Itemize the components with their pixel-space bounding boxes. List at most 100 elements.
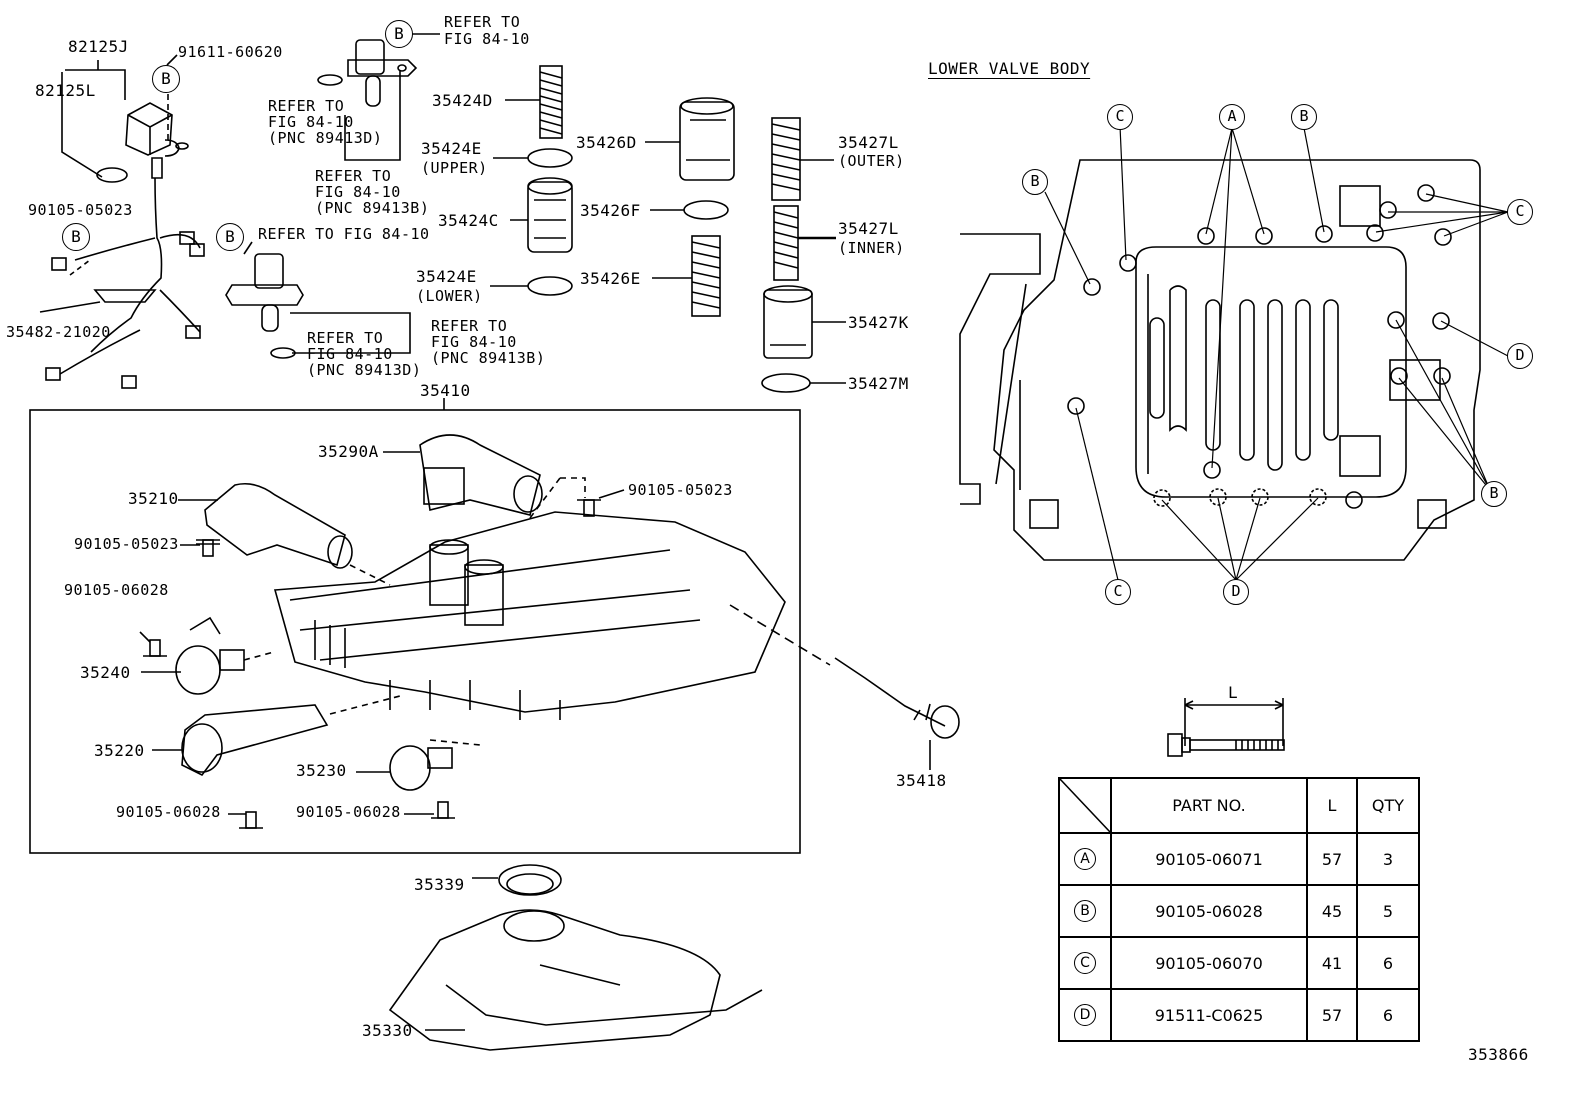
callout-leaders <box>1044 125 1509 581</box>
table-row: C 90105-06070 41 6 <box>1058 936 1420 990</box>
bolt-length-drawing <box>1167 698 1285 757</box>
label-91611-60620: 91611-60620 <box>178 43 283 61</box>
label-35240: 35240 <box>80 663 131 682</box>
label-35482-21020: 35482-21020 <box>6 323 111 341</box>
row-part-no: 90105-06070 <box>1110 936 1308 990</box>
valve-body-assembly-box <box>29 409 801 854</box>
row-mark: A <box>1058 832 1112 886</box>
header-diagonal <box>1060 779 1110 832</box>
callout-b-speed-sensor-upper: B <box>385 20 413 48</box>
row-qty: 6 <box>1356 936 1420 990</box>
header-l: L <box>1306 777 1358 834</box>
callout-b-left: B <box>1022 169 1048 195</box>
label-35424D: 35424D <box>432 91 493 110</box>
label-90105-05023-a: 90105-05023 <box>28 201 133 219</box>
label-35424E-upper: 35424E <box>421 139 482 158</box>
row-l: 57 <box>1306 988 1358 1042</box>
callout-d-bottom: D <box>1223 579 1249 605</box>
callout-c-bottom: C <box>1105 579 1131 605</box>
refer-note-2: REFER TO FIG 84-10 (PNC 89413D) <box>268 97 383 147</box>
row-l: 57 <box>1306 832 1358 886</box>
header-qty: QTY <box>1356 777 1420 834</box>
label-90105-06028-a: 90105-06028 <box>64 581 169 599</box>
solenoid-35290A <box>383 434 586 519</box>
refer-note-5: REFER TO FIG 84-10 (PNC 89413D) <box>307 329 422 379</box>
speed-sensor-lower-drawing <box>225 241 411 359</box>
callout-b-top: B <box>1291 104 1317 130</box>
label-35220: 35220 <box>94 741 145 760</box>
row-mark: D <box>1058 988 1112 1042</box>
bolts-90105 <box>139 489 625 829</box>
solenoid-35220 <box>152 695 401 777</box>
label-90105-06028-b: 90105-06028 <box>116 803 221 821</box>
sensor-82125-drawing <box>39 54 205 389</box>
table-row: D 91511-C0625 57 6 <box>1058 988 1420 1042</box>
label-35427M: 35427M <box>848 374 909 393</box>
table-header-row: PART NO. L QTY <box>1058 777 1420 834</box>
label-90105-05023-c: 90105-05023 <box>74 535 179 553</box>
label-90105-05023-b: 90105-05023 <box>628 481 733 499</box>
row-part-no: 90105-06028 <box>1110 884 1308 938</box>
valve-stack-35424 <box>490 65 573 296</box>
solenoid-35240 <box>141 616 275 695</box>
row-qty: 3 <box>1356 832 1420 886</box>
solenoid-35230 <box>356 739 481 791</box>
label-35418: 35418 <box>896 771 947 790</box>
label-outer: (OUTER) <box>838 152 905 170</box>
label-35426D: 35426D <box>576 133 637 152</box>
solenoid-35210 <box>178 482 391 586</box>
valve-body-drawing <box>273 511 786 720</box>
label-35427K: 35427K <box>848 313 909 332</box>
lower-valve-body-bolt-holes <box>1067 184 1452 509</box>
refer-note-1: REFER TO FIG 84-10 <box>444 13 530 48</box>
label-35426F: 35426F <box>580 201 641 220</box>
valve-stack-35427 <box>761 117 846 393</box>
refer-note-4: REFER TO FIG 84-10 <box>258 225 430 243</box>
label-35230: 35230 <box>296 761 347 780</box>
callout-d-right: D <box>1507 343 1533 369</box>
valve-stack-35426 <box>645 97 735 317</box>
table-row: A 90105-06071 57 3 <box>1058 832 1420 886</box>
label-35339: 35339 <box>414 875 465 894</box>
row-part-no: 91511-C0625 <box>1110 988 1308 1042</box>
callout-a-top: A <box>1219 104 1245 130</box>
callout-b-speed-sensor-lower: B <box>216 223 244 251</box>
length-label: L <box>1228 683 1239 702</box>
label-35427L-outer: 35427L <box>838 133 899 152</box>
row-qty: 5 <box>1356 884 1420 938</box>
callout-b-right: B <box>1481 481 1507 507</box>
label-lower: (LOWER) <box>416 287 483 305</box>
callout-b-sensor: B <box>152 65 180 93</box>
speed-sensor-upper-drawing <box>317 33 440 161</box>
row-mark: C <box>1058 936 1112 990</box>
bolt-spec-table: PART NO. L QTY A 90105-06071 57 3 B 9010… <box>1058 777 1420 1042</box>
callout-c-right: C <box>1507 199 1533 225</box>
label-35330: 35330 <box>362 1021 413 1040</box>
row-mark: B <box>1058 884 1112 938</box>
section-title: LOWER VALVE BODY <box>928 59 1091 78</box>
refer-note-6: REFER TO FIG 84-10 (PNC 89413B) <box>431 317 546 367</box>
label-35427L-inner: 35427L <box>838 219 899 238</box>
label-35424C: 35424C <box>438 211 499 230</box>
label-35426E: 35426E <box>580 269 641 288</box>
table-row: B 90105-06028 45 5 <box>1058 884 1420 938</box>
header-corner-cell <box>1058 777 1112 834</box>
callout-b-bolt-90105: B <box>62 223 90 251</box>
label-35210: 35210 <box>128 489 179 508</box>
label-82125J: 82125J <box>68 37 129 56</box>
pipe-35418 <box>729 604 960 770</box>
label-35410: 35410 <box>420 381 471 400</box>
label-90105-06028-c: 90105-06028 <box>296 803 401 821</box>
lower-valve-body-view <box>959 159 1481 561</box>
row-l: 41 <box>1306 936 1358 990</box>
label-35424E-lower: 35424E <box>416 267 477 286</box>
header-part-no: PART NO. <box>1110 777 1308 834</box>
label-82125L: 82125L <box>35 81 96 100</box>
label-upper: (UPPER) <box>421 159 488 177</box>
oil-strainer-35330 <box>388 864 763 1051</box>
callout-c-top-left: C <box>1107 104 1133 130</box>
row-qty: 6 <box>1356 988 1420 1042</box>
label-35290A: 35290A <box>318 442 379 461</box>
label-inner: (INNER) <box>838 239 905 257</box>
